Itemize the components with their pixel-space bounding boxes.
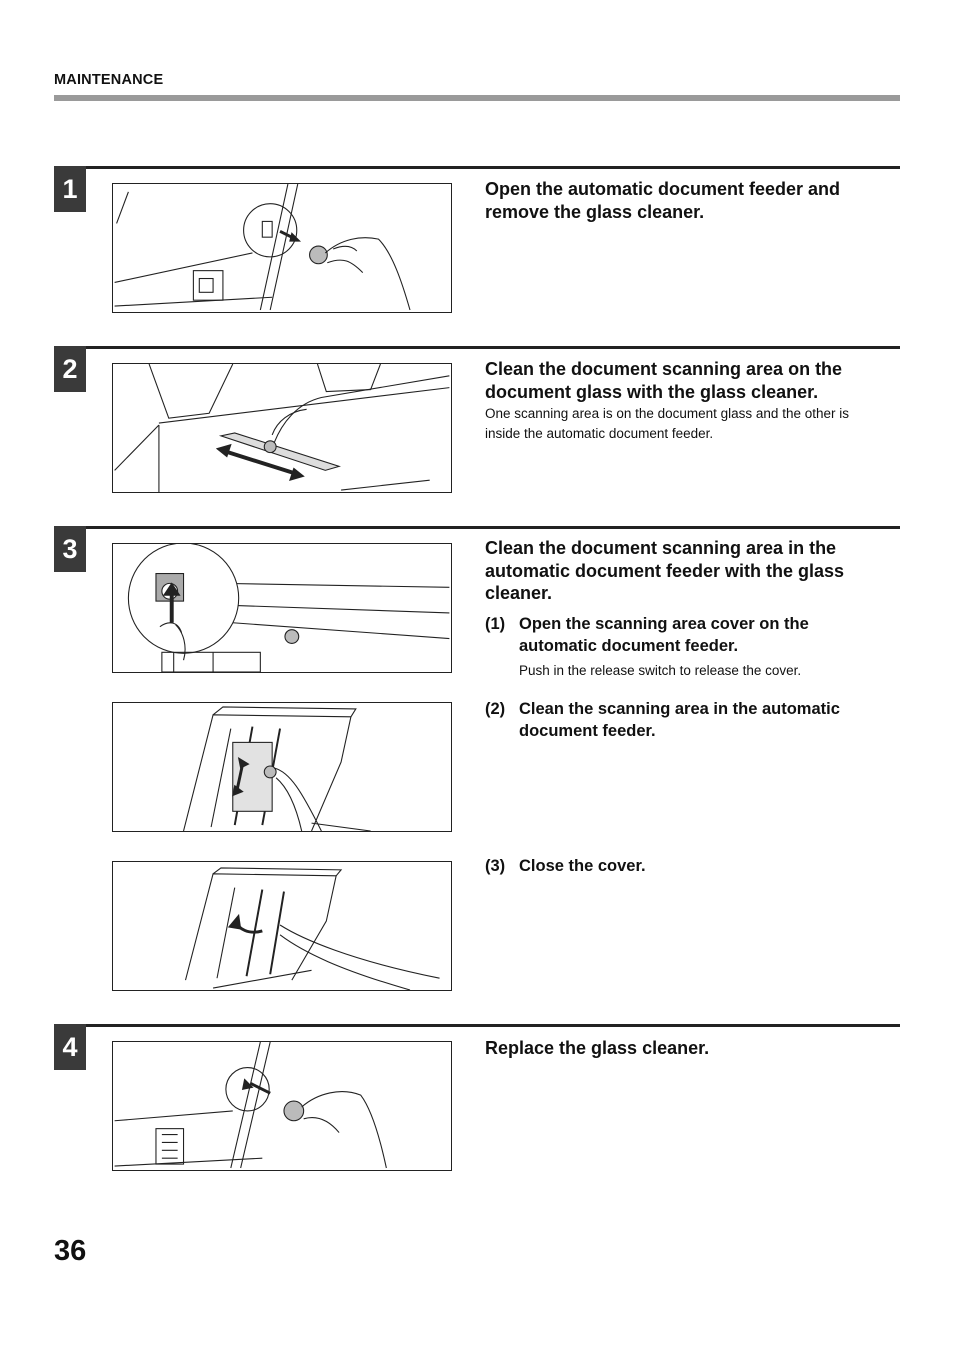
step-4-number: 4 <box>54 1024 86 1070</box>
step-1-rule <box>54 166 900 169</box>
step-2-rule <box>54 346 900 349</box>
header-rule <box>54 95 900 101</box>
section-header: MAINTENANCE <box>54 72 164 88</box>
substep-2: (2) Clean the scanning area in the autom… <box>485 698 885 742</box>
step-1-illustration <box>112 183 452 313</box>
step-4-rule <box>54 1024 900 1027</box>
step-3-illustration-3 <box>112 861 452 991</box>
substep-3-number: (3) <box>485 857 506 875</box>
step-3-title: Clean the document scanning area in the … <box>485 538 845 603</box>
step-1-title: Open the automatic document feeder and r… <box>485 179 841 222</box>
substep-1-number: (1) <box>485 615 506 633</box>
substep-1-text: Open the scanning area cover on the auto… <box>519 615 809 655</box>
substep-1: (1) Open the scanning area cover on the … <box>485 613 885 657</box>
substep-2-number: (2) <box>485 700 506 718</box>
substep-3-text: Close the cover. <box>519 857 646 875</box>
substep-2-text: Clean the scanning area in the automatic… <box>519 700 840 740</box>
step-3-rule <box>54 526 900 529</box>
step-2-number: 2 <box>54 346 86 392</box>
substep-1-note: Push in the release switch to release th… <box>519 663 802 678</box>
step-1-number: 1 <box>54 166 86 212</box>
step-4-title: Replace the glass cleaner. <box>485 1038 710 1058</box>
step-3-illustration-2 <box>112 702 452 832</box>
substep-3: (3) Close the cover. <box>485 855 885 877</box>
step-2-title: Clean the document scanning area on the … <box>485 359 843 402</box>
step-3-illustration-1 <box>112 543 452 673</box>
step-4-illustration <box>112 1041 452 1171</box>
step-3-number: 3 <box>54 526 86 572</box>
step-2-text: One scanning area is on the document gla… <box>485 406 849 441</box>
step-2-illustration <box>112 363 452 493</box>
page-number: 36 <box>54 1235 87 1267</box>
